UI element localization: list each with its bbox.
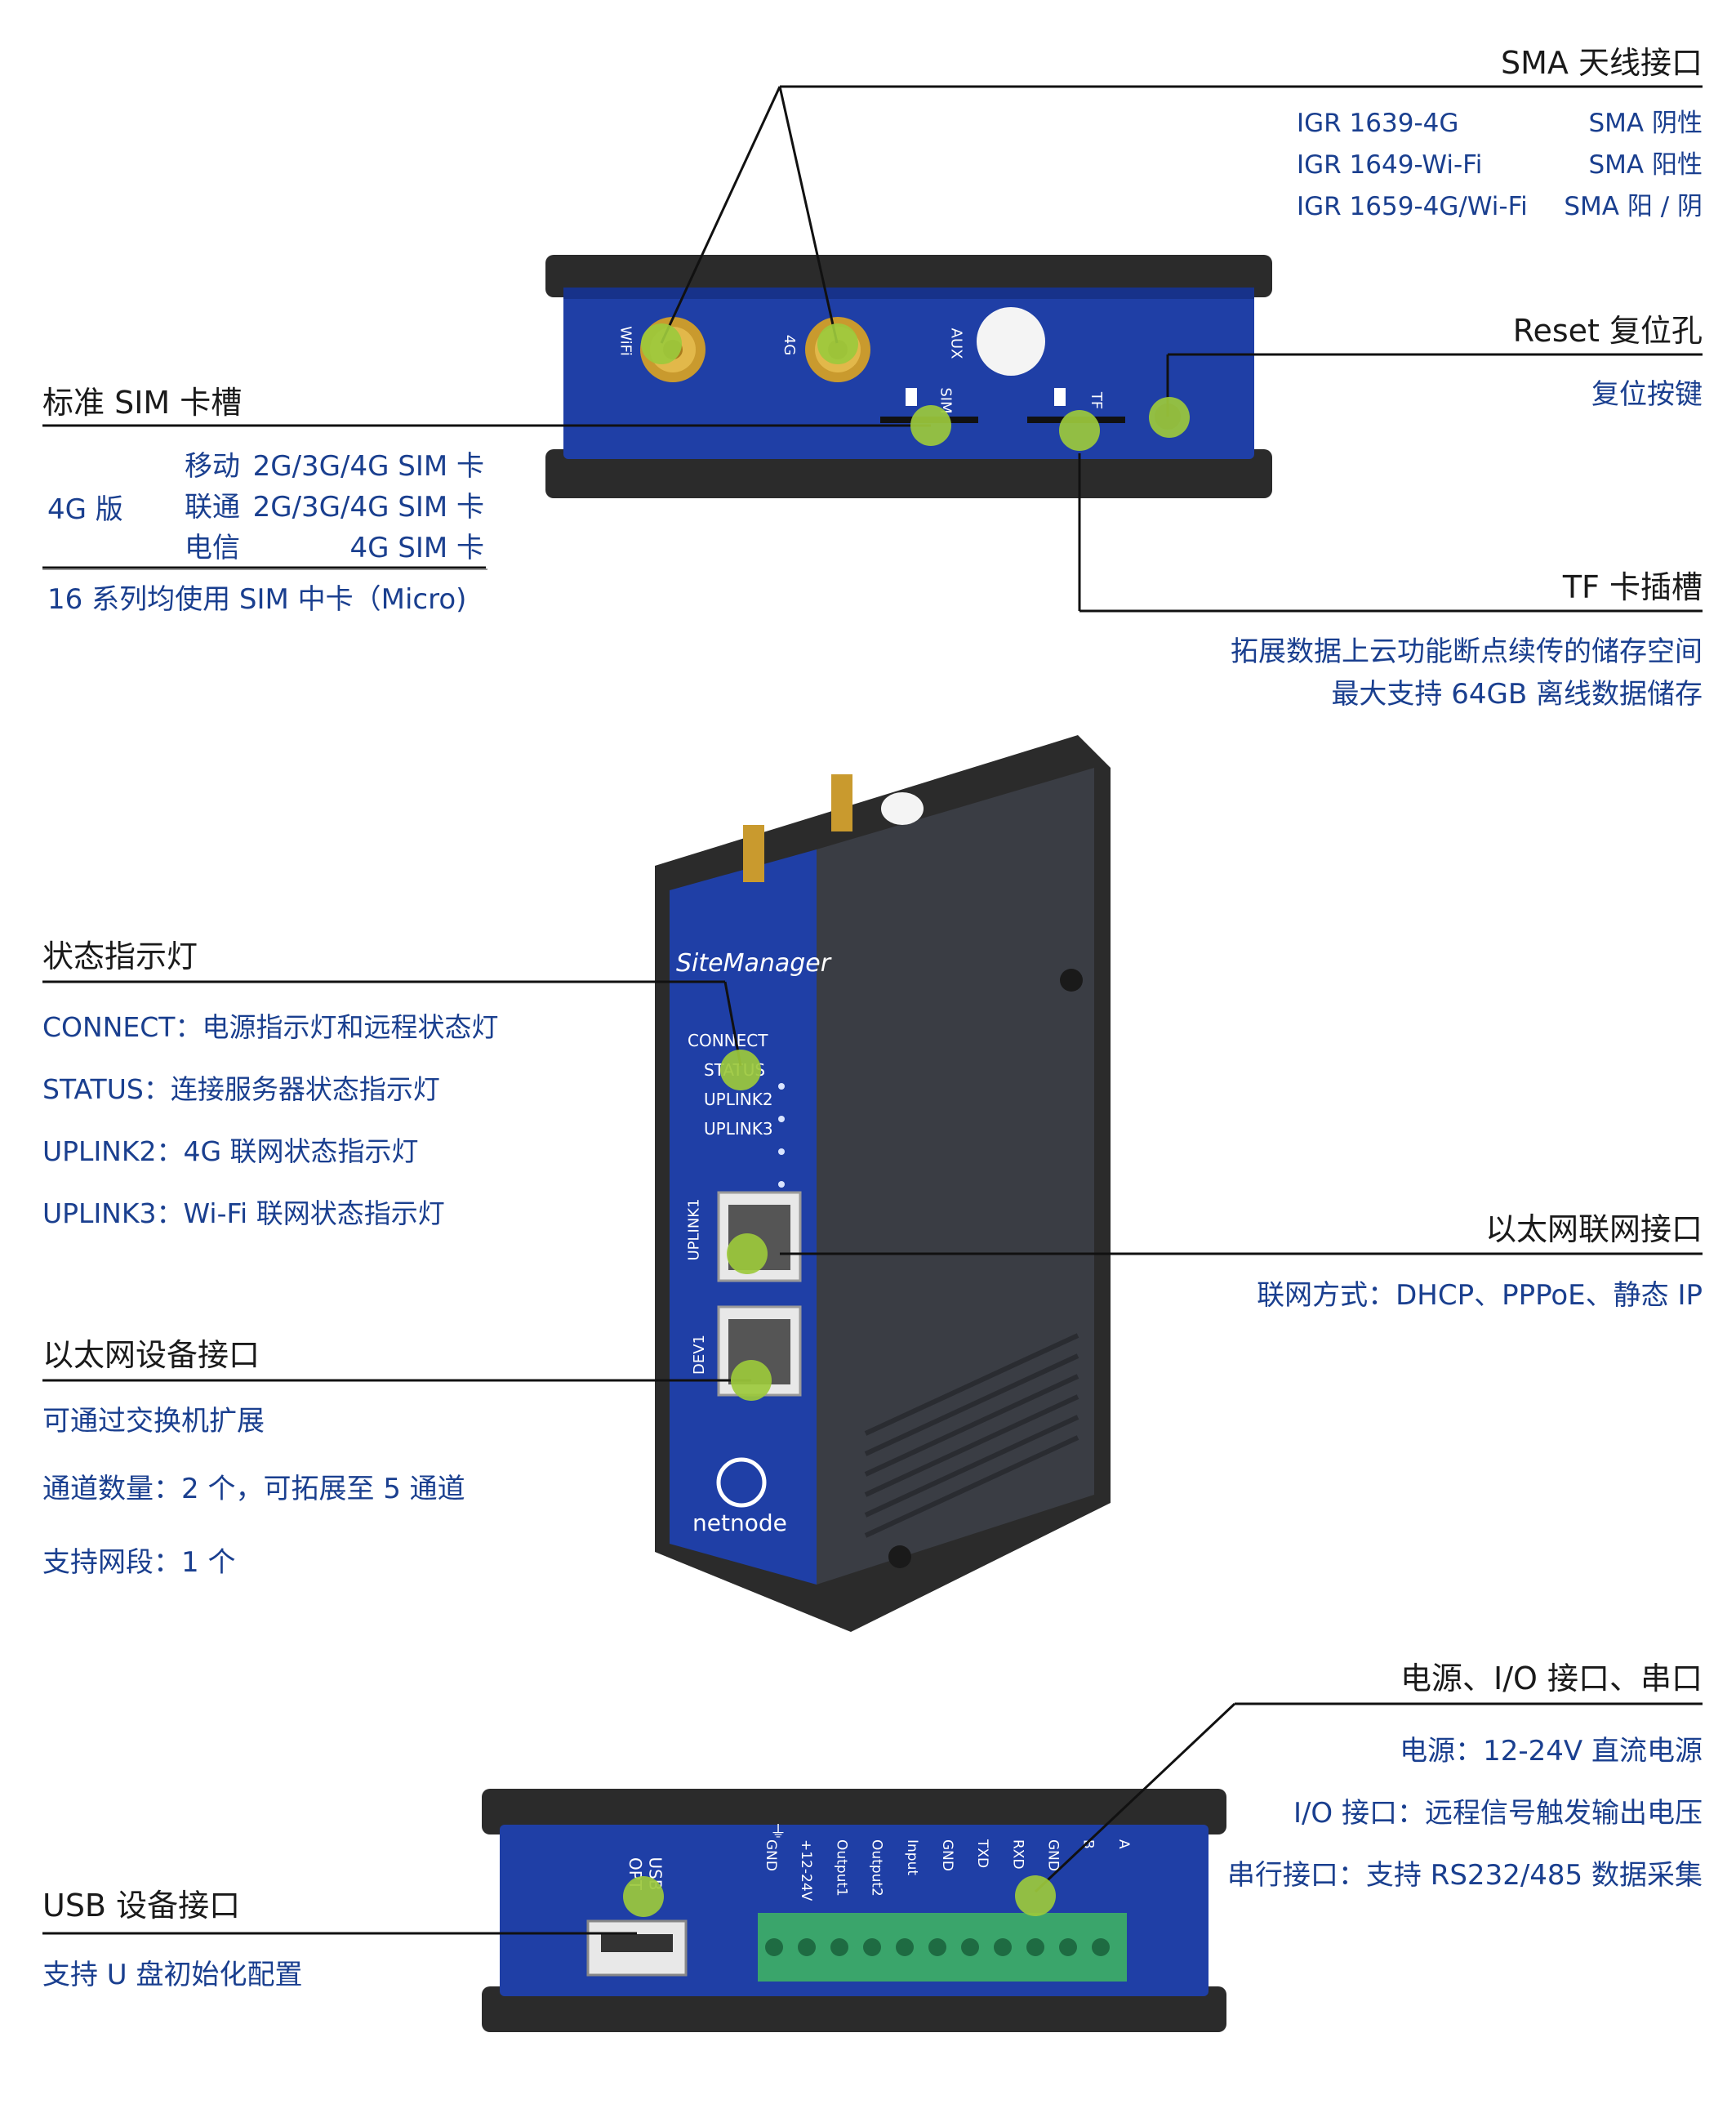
eth-uplink-title: 以太网联网接口 xyxy=(1485,1211,1703,1247)
front-logo-label: netnode xyxy=(692,1509,787,1536)
front-wifi-sma xyxy=(743,825,764,882)
status-led-connect: CONNECT：电源指示灯和远程状态灯 xyxy=(42,1011,499,1043)
sma-row-1639: IGR 1639-4G SMA 阴性 xyxy=(1297,103,1703,145)
bottom-terminal-labels: GND +12-24V Output1 Output2 Input GND TX… xyxy=(763,1839,1132,1901)
status-led-uplink2: UPLINK2：4G 联网状态指示灯 xyxy=(42,1135,419,1167)
sma-model-1639: IGR 1639-4G xyxy=(1297,109,1459,138)
power-io-item-3: 串行接口：支持 RS232/485 数据采集 xyxy=(1226,1859,1703,1892)
sim-version: 4G 版 xyxy=(47,493,123,526)
eth-device-item-1: 可通过交换机扩展 xyxy=(42,1405,265,1438)
sma-model-1649: IGR 1649-Wi-Fi xyxy=(1297,150,1483,180)
sim-carrier-mobile-spec: 2G/3G/4G SIM 卡 xyxy=(252,450,484,483)
terminal-screws xyxy=(765,1938,1110,1956)
terminal-label-gnd2: GND xyxy=(938,1839,955,1871)
status-leds-title: 状态指示灯 xyxy=(42,938,198,974)
front-led-uplink2: UPLINK2 xyxy=(704,1090,773,1109)
marker-uplink1 xyxy=(727,1233,768,1274)
eth-device-item-2: 通道数量：2 个，可拓展至 5 通道 xyxy=(42,1473,465,1505)
status-led-status: STATUS：连接服务器状态指示灯 xyxy=(42,1073,440,1105)
sma-model-1659: IGR 1659-4G/Wi-Fi xyxy=(1297,192,1528,221)
power-io-item-1: 电源：12-24V 直流电源 xyxy=(1400,1735,1703,1768)
sim-divider xyxy=(42,568,487,570)
status-leds-list: CONNECT：电源指示灯和远程状态灯 STATUS：连接服务器状态指示灯 UP… xyxy=(42,996,498,1245)
marker-dev1 xyxy=(731,1360,772,1401)
sim-note: 16 系列均使用 SIM 中卡（Micro) xyxy=(47,583,467,616)
reset-desc: 复位按键 xyxy=(1591,378,1703,411)
marker-terminals xyxy=(1015,1875,1056,1916)
terminal-label-power: +12-24V xyxy=(798,1839,815,1901)
terminal-label-gnd3: GND xyxy=(1044,1839,1062,1871)
usb-title: USB 设备接口 xyxy=(42,1888,241,1924)
terminal-label-output2: Output2 xyxy=(868,1839,885,1897)
front-led-connect: CONNECT xyxy=(688,1031,768,1050)
aux-led xyxy=(977,307,1045,376)
tf-desc-1: 拓展数据上云功能断点续传的储存空间 xyxy=(1231,635,1703,668)
tf-title: TF 卡插槽 xyxy=(1562,569,1703,605)
sim-carrier-unicom: 联通 2G/3G/4G SIM 卡 xyxy=(185,487,484,528)
sim-carrier-unicom-spec: 2G/3G/4G SIM 卡 xyxy=(252,491,484,524)
front-device-view: SiteManager CONNECT STATUS UPLINK2 UPLIN… xyxy=(621,735,1192,1634)
eth-device-title: 以太网设备接口 xyxy=(42,1337,260,1373)
eth-uplink-desc: 联网方式：DHCP、PPPoE、静态 IP xyxy=(1257,1279,1703,1312)
sim-carrier-telecom: 电信 4G SIM 卡 xyxy=(185,528,484,568)
sma-row-1649: IGR 1649-Wi-Fi SMA 阳性 xyxy=(1297,145,1703,186)
status-led-uplink3: UPLINK3：Wi-Fi 联网状态指示灯 xyxy=(42,1197,445,1229)
sim-carrier-mobile-name: 移动 xyxy=(185,450,240,483)
sim-spec-block: 4G 版 移动 2G/3G/4G SIM 卡 联通 2G/3G/4G SIM 卡… xyxy=(47,446,484,564)
eth-device-item-3: 支持网段：1 个 xyxy=(42,1546,236,1579)
marker-usb xyxy=(623,1876,664,1917)
sim-title: 标准 SIM 卡槽 xyxy=(42,385,243,421)
terminal-label-output1: Output1 xyxy=(833,1839,850,1897)
sma-type-1659: SMA 阳 / 阴 xyxy=(1564,192,1703,221)
sim-carrier-telecom-spec: 4G SIM 卡 xyxy=(349,532,484,564)
sma-type-1649: SMA 阳性 xyxy=(1588,150,1703,180)
marker-sim xyxy=(910,405,951,446)
terminal-label-txd: TXD xyxy=(974,1839,991,1869)
bottom-device-view: USB OPT GND +12-24V Output1 Output2 Inpu… xyxy=(482,1789,1226,2032)
sma-type-1639: SMA 阴性 xyxy=(1588,109,1703,138)
terminal-label-gnd1: GND xyxy=(763,1839,779,1871)
marker-wifi-sma xyxy=(641,323,682,364)
sim-carrier-telecom-name: 电信 xyxy=(185,532,240,564)
front-brand-label: SiteManager xyxy=(676,949,831,978)
front-device-drawing xyxy=(655,735,1111,1632)
terminal-label-a: A xyxy=(1115,1839,1132,1849)
power-io-title: 电源、I/O 接口、串口 xyxy=(1400,1661,1703,1696)
marker-tf xyxy=(1059,410,1100,451)
terminal-label-input: Input xyxy=(903,1839,920,1876)
marker-reset xyxy=(1149,397,1190,438)
front-led-uplink3: UPLINK3 xyxy=(704,1119,773,1139)
front-logo-icon xyxy=(716,1457,767,1508)
bottom-device-drawing xyxy=(482,1789,1226,2032)
power-io-item-2: I/O 接口：远程信号触发输出电压 xyxy=(1293,1797,1703,1830)
marker-4g-sma xyxy=(817,323,858,364)
marker-status-leds xyxy=(720,1050,761,1090)
ground-symbol-icon: ⏚ xyxy=(770,1821,786,1841)
sma-model-table: IGR 1639-4G SMA 阴性 IGR 1649-Wi-Fi SMA 阳性… xyxy=(1297,103,1703,228)
sim-carrier-unicom-name: 联通 xyxy=(185,491,240,524)
usb-desc: 支持 U 盘初始化配置 xyxy=(42,1959,303,1991)
reset-title: Reset 复位孔 xyxy=(1512,313,1703,349)
front-4g-sma xyxy=(831,774,852,831)
sma-title: SMA 天线接口 xyxy=(1501,45,1703,81)
terminal-label-b: B xyxy=(1079,1839,1097,1849)
terminal-label-rxd: RXD xyxy=(1009,1839,1026,1870)
sma-row-1659: IGR 1659-4G/Wi-Fi SMA 阳 / 阴 xyxy=(1297,186,1703,228)
tf-desc-2: 最大支持 64GB 离线数据储存 xyxy=(1331,678,1703,711)
sim-carrier-mobile: 移动 2G/3G/4G SIM 卡 xyxy=(185,446,484,487)
